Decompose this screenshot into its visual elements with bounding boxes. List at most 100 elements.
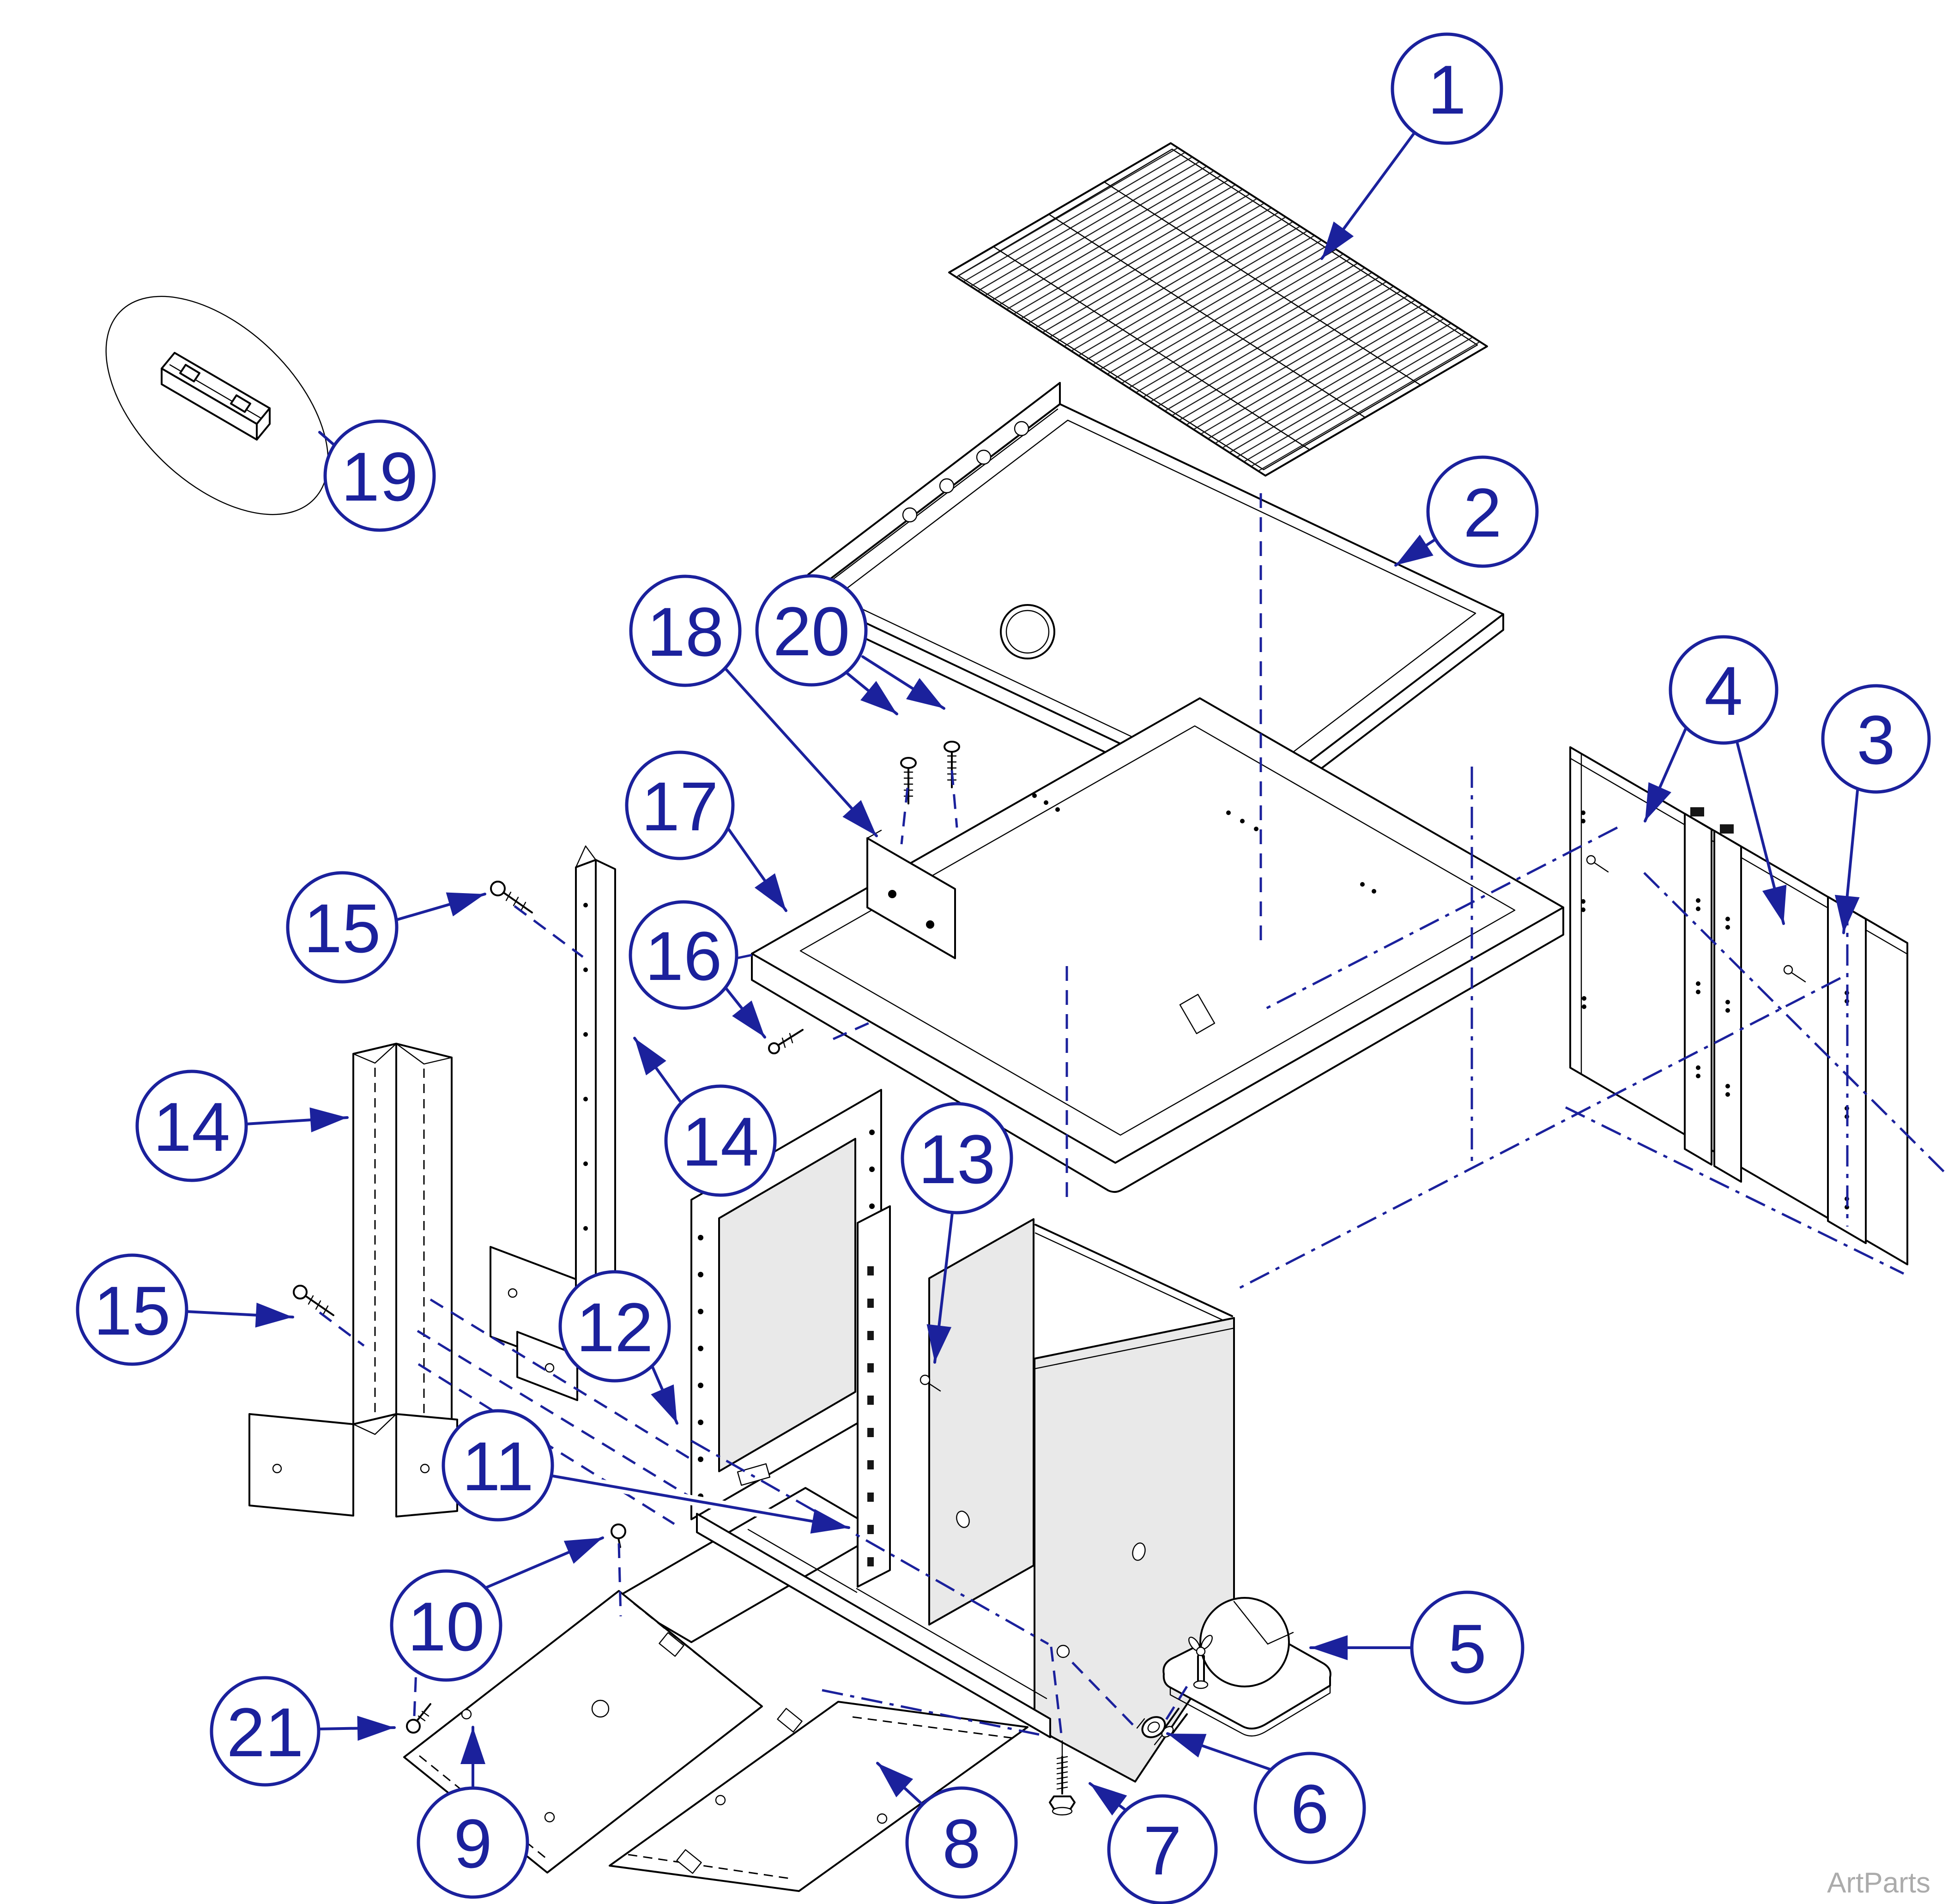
callout-bubble bbox=[1107, 1794, 1218, 1904]
callout-bubble bbox=[1410, 1590, 1525, 1705]
callout-6: 6 bbox=[1166, 1732, 1366, 1864]
grille-ribs bbox=[956, 147, 1481, 472]
leader-arrowhead bbox=[1762, 884, 1787, 924]
callout-14-left: 14 bbox=[135, 1070, 349, 1182]
access-panel-part-19 bbox=[161, 352, 271, 441]
callout-number: 21 bbox=[227, 1693, 304, 1771]
callout-number: 1 bbox=[1428, 51, 1466, 128]
callout-number: 7 bbox=[1143, 1812, 1181, 1889]
callout-18: 18 bbox=[629, 574, 878, 837]
callout-number: 10 bbox=[408, 1588, 485, 1665]
grille-part-1 bbox=[948, 142, 1488, 477]
callout-bubble bbox=[905, 1786, 1018, 1899]
leader-line bbox=[724, 667, 878, 837]
callout-number: 14 bbox=[682, 1103, 759, 1180]
callout-bubble bbox=[1391, 32, 1503, 145]
screw-part-18 bbox=[900, 757, 917, 804]
back-panel-parts-3-4 bbox=[1569, 746, 1908, 1265]
bolt-part-7 bbox=[1049, 1740, 1076, 1816]
callout-bubble bbox=[417, 1786, 529, 1899]
angle-bracket-part-14-right bbox=[490, 845, 616, 1401]
callout-16: 16 bbox=[629, 900, 766, 1039]
callout-number: 18 bbox=[647, 593, 724, 671]
callout-number: 15 bbox=[304, 889, 381, 967]
callout-14-right: 14 bbox=[633, 1037, 777, 1197]
callout-bubble bbox=[1669, 635, 1779, 745]
callout-4: 4 bbox=[1644, 635, 1787, 925]
callout-bubble bbox=[442, 1409, 554, 1522]
callout-17: 17 bbox=[625, 750, 787, 912]
leader-arrowhead bbox=[810, 1509, 849, 1534]
leader-arrowhead bbox=[1168, 1734, 1207, 1758]
leader-arrowhead bbox=[732, 1000, 765, 1037]
callout-1: 1 bbox=[1320, 32, 1503, 260]
leader-arrowhead bbox=[1090, 1783, 1127, 1816]
callout-number: 11 bbox=[462, 1427, 534, 1505]
callout-number: 8 bbox=[942, 1805, 980, 1882]
screw-part-21 bbox=[406, 1703, 431, 1734]
leader-arrowhead bbox=[651, 1384, 677, 1423]
callout-bubble bbox=[1426, 455, 1539, 568]
callout-12: 12 bbox=[558, 1270, 678, 1425]
callout-bubble bbox=[755, 574, 868, 687]
leader-arrowhead bbox=[926, 1324, 952, 1362]
callout-number: 15 bbox=[94, 1272, 171, 1349]
leader-line bbox=[551, 1475, 850, 1529]
watermark-text: ArtParts bbox=[1827, 1867, 1930, 1899]
leader-arrowhead bbox=[1322, 221, 1354, 259]
callout-number: 14 bbox=[153, 1088, 230, 1166]
callout-bubble bbox=[629, 574, 742, 687]
leader-arrowhead bbox=[1311, 1635, 1348, 1660]
callout-bubble bbox=[286, 871, 399, 984]
callout-13: 13 bbox=[901, 1102, 1013, 1364]
callout-number: 4 bbox=[1704, 652, 1742, 730]
leader-arrowhead bbox=[563, 1538, 603, 1564]
callout-10: 10 bbox=[390, 1536, 604, 1682]
leader-arrowhead bbox=[906, 678, 944, 708]
bracket-holes bbox=[583, 903, 588, 1231]
callout-bubble bbox=[901, 1102, 1013, 1215]
callout-bubble bbox=[210, 1676, 321, 1787]
callout-number: 6 bbox=[1290, 1770, 1329, 1848]
screw-threads bbox=[947, 755, 957, 781]
callout-bubble bbox=[1253, 1752, 1366, 1864]
callout-9: 9 bbox=[417, 1726, 529, 1899]
callout-19: 19 bbox=[318, 419, 436, 532]
grommet-part-6 bbox=[1136, 1716, 1166, 1746]
callout-21: 21 bbox=[210, 1676, 396, 1787]
leader-arrowhead bbox=[460, 1727, 485, 1764]
callout-3: 3 bbox=[1821, 684, 1931, 934]
callout-number: 12 bbox=[576, 1288, 653, 1366]
leader-arrowhead bbox=[1834, 895, 1860, 933]
callout-number: 17 bbox=[641, 768, 719, 845]
leader-arrowhead bbox=[1645, 782, 1671, 821]
leader-arrowhead bbox=[357, 1716, 394, 1741]
bottom-panel-part-8 bbox=[609, 1701, 1028, 1892]
callout-15-bottom: 15 bbox=[76, 1253, 294, 1366]
leader-arrowhead bbox=[1396, 534, 1434, 565]
leader-arrowhead bbox=[255, 1302, 293, 1328]
callout-15-top: 15 bbox=[286, 871, 486, 984]
rail-square-holes bbox=[867, 1266, 874, 1566]
callout-20: 20 bbox=[755, 574, 945, 715]
leader-line bbox=[318, 431, 336, 447]
screw-part-15-bottom bbox=[293, 1285, 334, 1316]
bolt-threads bbox=[1056, 1756, 1068, 1790]
callout-bubble bbox=[629, 900, 738, 1010]
corner-post-part-14-left bbox=[248, 1043, 458, 1517]
callout-bubble bbox=[1821, 684, 1931, 794]
callout-2: 2 bbox=[1394, 455, 1539, 568]
callout-11: 11 bbox=[442, 1409, 854, 1534]
callout-8: 8 bbox=[876, 1762, 1018, 1899]
callout-number: 20 bbox=[773, 592, 850, 670]
callout-bubble bbox=[664, 1084, 777, 1197]
leader-arrowhead bbox=[860, 681, 897, 714]
screw-part-16 bbox=[768, 1029, 804, 1054]
callout-number: 19 bbox=[341, 438, 418, 515]
callout-bubble bbox=[558, 1270, 671, 1383]
screw-threads bbox=[903, 771, 914, 797]
top-frame-part-17 bbox=[751, 697, 1564, 1193]
